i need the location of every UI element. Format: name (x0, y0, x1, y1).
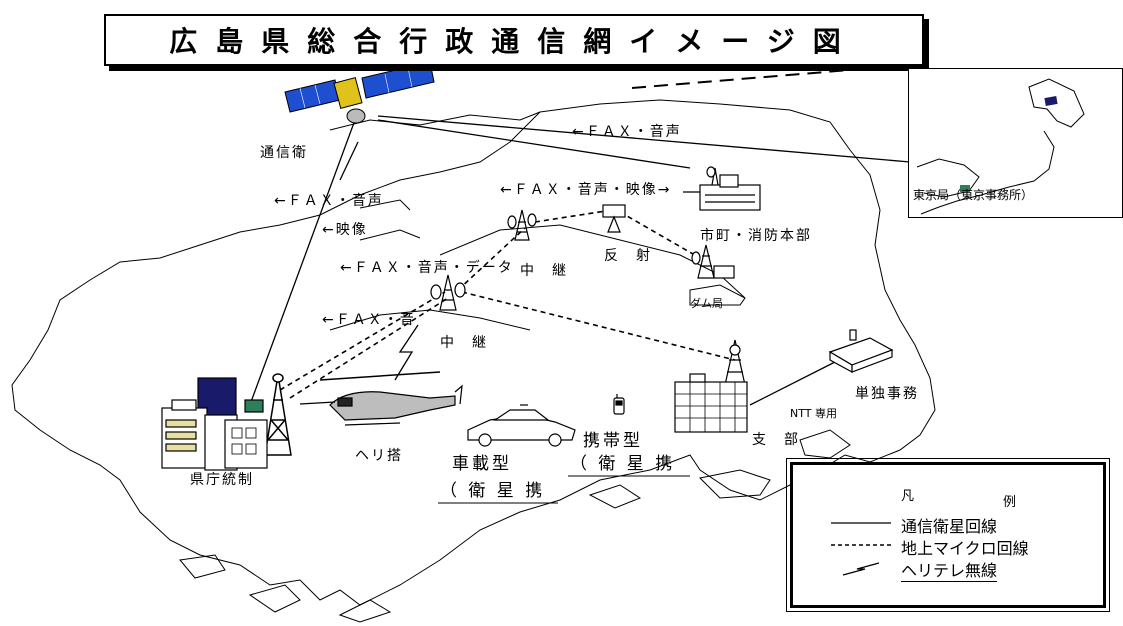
satellite-link-label-top: ←ＦＡＸ・音声 (572, 124, 682, 140)
prefectural-office-building-icon (161, 377, 268, 471)
island-2 (799, 429, 851, 459)
microwave-links (279, 209, 736, 399)
relay-label-lower: 中 継 (440, 335, 488, 351)
video-link-label: ←映像 (322, 222, 368, 238)
satellite-icon (284, 61, 435, 124)
inset-connector (631, 64, 911, 89)
city-office-building-icon (683, 166, 761, 211)
legend-title-right: 例 (1003, 495, 1017, 510)
ntt-line-label: NTT 専用 (790, 407, 837, 420)
microwave-link-label-video: ←ＦＡＸ・音声・映像→ (500, 182, 672, 198)
mountain-ridge-4 (359, 199, 411, 211)
car-type-label: 車載型 (452, 454, 512, 474)
standalone-office-label: 単独事務 (855, 386, 919, 402)
tower-icon (430, 274, 466, 311)
japan-map-outline (916, 78, 1085, 215)
satellite-label: 通信衛 (260, 145, 308, 161)
island-5 (338, 599, 392, 623)
satellite-link-tokyo (377, 115, 911, 163)
portable-type-label: 携帯型 (583, 431, 643, 451)
microwave-link-label-data: ←ＦＡＸ・音声・データ (340, 260, 514, 276)
fire-hq-label: 市町・消防本部 (700, 228, 812, 244)
island-3 (248, 584, 301, 613)
legend-item-helitele: ヘリテレ無線 (901, 561, 998, 580)
coast-detail-1 (329, 111, 541, 131)
legend-swatch-zigzag (842, 562, 880, 576)
satellite-link-pref (247, 119, 356, 411)
reflector-label: 反 射 (604, 248, 652, 264)
tower-icon (691, 244, 735, 279)
portable-terminal-icon (613, 394, 625, 415)
relay-label-upper: 中 継 (520, 263, 568, 279)
helicopter-label: ヘリ搭 (355, 448, 403, 464)
mountain-ridge-3 (359, 229, 421, 241)
heli-zigzag (394, 324, 419, 381)
link-to-standalone (749, 361, 836, 406)
tower-icon (724, 339, 746, 386)
satellite-link-city (377, 119, 691, 169)
island-4 (179, 554, 226, 579)
branch-office-label: 支 部 (752, 432, 800, 448)
reflector-icon (602, 204, 626, 233)
helicopter-icon (299, 371, 463, 426)
legend-item-satellite: 通信衛星回線 (901, 517, 998, 536)
pref-control-label: 県庁統制 (190, 472, 254, 488)
microwave-link-label-lower: ←ＦＡＸ・音 (322, 312, 416, 328)
dam-station-icon (689, 284, 746, 306)
car-icon (467, 404, 576, 447)
tokyo-station-label: 東京局（東京事務所） (913, 188, 1034, 202)
portable-type-sublabel: （ 衛 星 携 (570, 454, 676, 474)
japan-inset-map: 東京局（東京事務所） (908, 68, 1123, 218)
dam-station-label: ダム局 (690, 297, 723, 310)
legend-item-microwave: 地上マイクロ回線 (901, 539, 1029, 558)
satellite-link-label-left: ←ＦＡＸ・音声 (274, 193, 384, 209)
satellite-link-short (339, 141, 359, 181)
legend-box: 凡 例 通信衛星回線 地上マイクロ回線 ヘリテレ無線 (786, 458, 1110, 612)
title-box: 広島県総合行政通信網イメージ図 (104, 14, 924, 66)
prefecture-outline (11, 99, 936, 606)
island-1 (698, 469, 771, 499)
page-title: 広島県総合行政通信網イメージ図 (169, 25, 859, 58)
legend-swatches (831, 522, 891, 576)
island-6 (588, 484, 642, 509)
standalone-office-icon (828, 329, 894, 374)
legend-title-left: 凡 (901, 489, 915, 504)
tower-icon (264, 373, 292, 456)
car-type-sublabel: （ 衛 星 携 (440, 481, 546, 501)
branch-office-building-icon (674, 373, 748, 433)
tower-icon (507, 209, 537, 241)
